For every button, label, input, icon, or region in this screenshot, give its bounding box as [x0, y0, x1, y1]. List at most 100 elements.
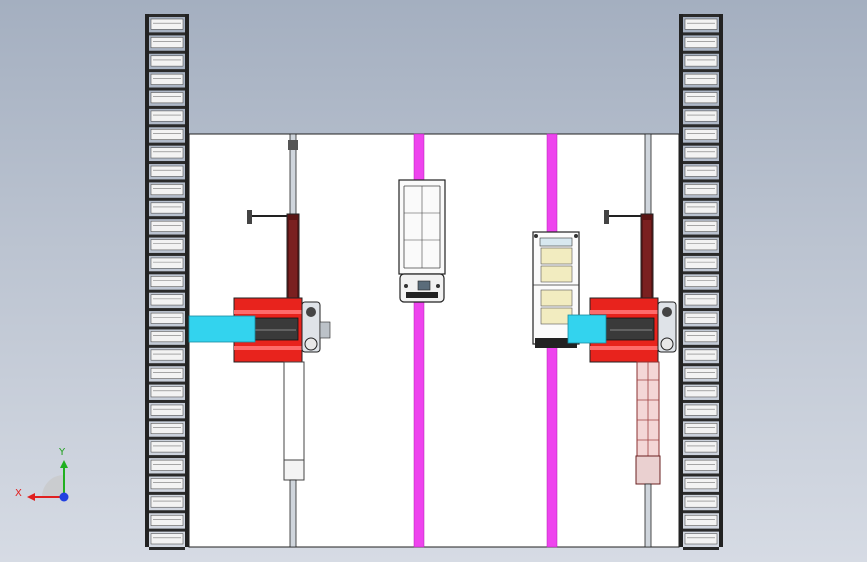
- agv-cart[interactable]: [398, 179, 446, 303]
- rack-slot: [150, 55, 184, 67]
- rack-slot: [684, 367, 718, 379]
- rack-slot: [150, 147, 184, 159]
- rack-slot: [684, 404, 718, 416]
- rack-slot: [684, 533, 718, 545]
- rack-slot: [150, 367, 184, 379]
- rack-rung: [149, 216, 185, 220]
- rack-rung: [683, 399, 719, 403]
- rack-rung: [149, 528, 185, 532]
- rack-upright: [145, 14, 149, 547]
- rack-slot: [150, 404, 184, 416]
- rack-slot: [150, 459, 184, 471]
- rack-rung: [683, 142, 719, 146]
- rack-slot: [150, 202, 184, 214]
- rack-upright: [679, 14, 683, 547]
- storage-rack-left[interactable]: [145, 14, 189, 550]
- rack-slot: [684, 73, 718, 85]
- rack-slot: [684, 441, 718, 453]
- rack-rung: [683, 179, 719, 183]
- rack-rung: [683, 271, 719, 275]
- robot-station-left[interactable]: [188, 133, 331, 548]
- rack-rung: [149, 197, 185, 201]
- rack-slot: [150, 128, 184, 140]
- rack-rung: [683, 197, 719, 201]
- coordinate-triad: Y X: [15, 447, 69, 502]
- rack-slot: [684, 514, 718, 526]
- rack-rung: [149, 32, 185, 36]
- rack-slot: [684, 165, 718, 177]
- rack-slot: [684, 18, 718, 30]
- rack-rung: [683, 510, 719, 514]
- rack-slot: [150, 276, 184, 287]
- rack-slot: [150, 349, 184, 361]
- rack-slot: [150, 18, 184, 30]
- rack-rung: [683, 436, 719, 440]
- rack-rung: [149, 124, 185, 128]
- rack-rung: [149, 399, 185, 403]
- rack-rung: [149, 105, 185, 109]
- robot-station-right[interactable]: [567, 133, 677, 548]
- rack-rung: [149, 142, 185, 146]
- rack-slot: [150, 496, 184, 508]
- rack-slot: [684, 459, 718, 471]
- rack-slot: [150, 478, 184, 490]
- rack-rung: [149, 271, 185, 275]
- rack-rung: [683, 344, 719, 348]
- rack-rung: [683, 547, 719, 550]
- rack-rung: [683, 363, 719, 367]
- rack-slot: [684, 37, 718, 49]
- rack-slot: [150, 514, 184, 526]
- rack-rung: [683, 308, 719, 312]
- rack-upright: [185, 14, 189, 547]
- rack-rung: [149, 308, 185, 312]
- rack-slot: [150, 37, 184, 49]
- rack-rung: [149, 87, 185, 91]
- rack-slot: [684, 331, 718, 343]
- rack-rung: [149, 547, 185, 550]
- rack-slot: [684, 386, 718, 398]
- rack-rung: [149, 344, 185, 348]
- rack-slot: [684, 496, 718, 508]
- rack-rung: [149, 161, 185, 165]
- rack-slot: [684, 128, 718, 140]
- rack-rung: [683, 491, 719, 495]
- rack-rung: [683, 14, 719, 17]
- rack-rung: [683, 289, 719, 293]
- rack-rung: [149, 381, 185, 385]
- rack-rung: [149, 363, 185, 367]
- rack-rung: [149, 234, 185, 238]
- rack-slot: [150, 220, 184, 232]
- rack-slot: [150, 257, 184, 269]
- rack-rung: [149, 473, 185, 477]
- rack-slot: [150, 533, 184, 545]
- rack-rung: [683, 455, 719, 459]
- rack-rung: [149, 436, 185, 440]
- rack-slot: [150, 239, 184, 251]
- rack-slot: [684, 147, 718, 159]
- rack-upright: [719, 14, 723, 547]
- rack-rung: [149, 69, 185, 73]
- rack-rung: [149, 491, 185, 495]
- rack-slot: [684, 184, 718, 196]
- rack-rung: [149, 14, 185, 17]
- rack-slot: [684, 294, 718, 306]
- rack-slot: [684, 55, 718, 67]
- rack-slot: [150, 386, 184, 398]
- rack-rung: [683, 381, 719, 385]
- rack-rung: [149, 418, 185, 422]
- rack-rung: [149, 179, 185, 183]
- rack-rung: [149, 326, 185, 330]
- rack-rung: [149, 455, 185, 459]
- triad-x-label: X: [15, 488, 22, 499]
- storage-rack-right[interactable]: [679, 14, 723, 550]
- rack-rung: [683, 87, 719, 91]
- rack-slot: [150, 165, 184, 177]
- rack-rung: [683, 69, 719, 73]
- loaded-cart[interactable]: [532, 231, 580, 348]
- rack-rung: [683, 418, 719, 422]
- rack-slot: [684, 257, 718, 269]
- rack-slot: [150, 110, 184, 122]
- rack-rung: [149, 252, 185, 256]
